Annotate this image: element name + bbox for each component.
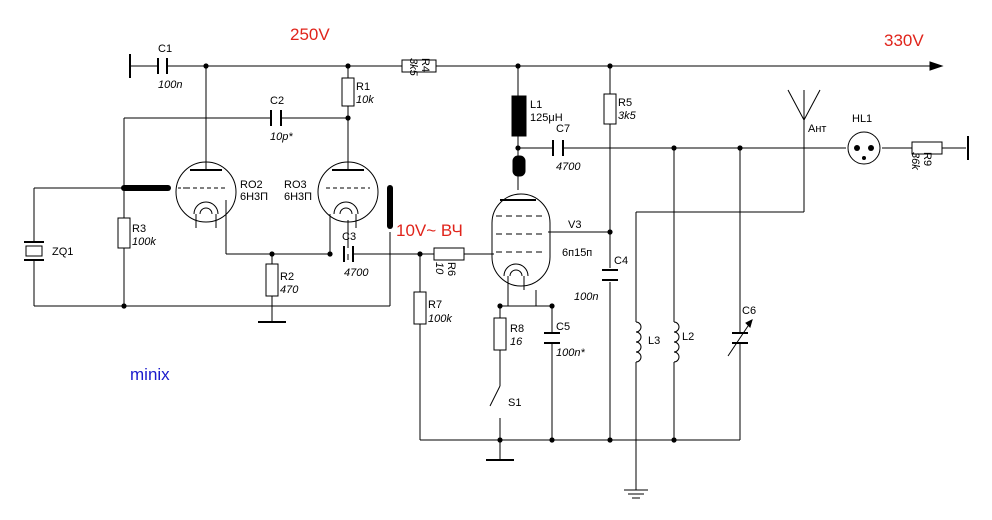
labels: 250V 330V 10V~ ВЧ minix C1 100n C2 10p* … [52,25,933,409]
wires [33,54,969,490]
resistor-r2 [265,263,279,297]
r7-ref: R7 [428,299,442,311]
ro3-ref: RO3 [284,179,307,191]
c4-value: 100n [574,291,598,303]
tube-ro3 [317,160,379,228]
r1-ref: R1 [356,81,370,93]
r9-value: 36k [909,152,921,170]
tube-ro2 [175,160,237,228]
inductor-choke [512,155,526,177]
r2-ref: R2 [280,271,294,283]
l2-ref: L2 [682,331,694,343]
c2-ref: C2 [270,95,284,107]
switch-s1 [489,385,501,407]
r3-ref: R3 [132,223,146,235]
c1-value: 100n [158,79,182,91]
resistor-r9 [911,141,943,155]
l1-ref: L1 [530,99,542,111]
v3-ref: V3 [568,219,581,231]
r1-value: 10k [356,94,374,106]
resistor-r8 [493,317,507,351]
r9-ref: R9 [921,152,933,166]
variable-capacitor-c6 [727,319,753,357]
zq1-ref: ZQ1 [52,246,73,258]
capacitor-c3 [343,246,354,262]
l1-value: 125μH [530,112,563,124]
s1-ref: S1 [508,397,521,409]
lamp-hl1 [847,131,881,165]
resistor-r5 [603,93,617,125]
capacitor-c2 [270,110,282,126]
antenna-ref: Ант [808,123,826,135]
ro3-type: 6Н3П [284,191,312,203]
resistor-r6 [433,247,465,261]
r4-ref: R4 [419,58,431,72]
capacitor-c5 [544,332,560,344]
resistor-r3 [117,217,131,249]
c4-ref: C4 [614,255,628,267]
c3-value: 4700 [344,267,369,279]
voltage-10v-rf: 10V~ ВЧ [396,221,463,240]
v3-type: 6п15п [562,247,592,259]
circuit-title: minix [130,365,170,384]
c1-ref: C1 [158,43,172,55]
resistor-r4 [401,59,437,73]
antenna-icon [787,89,821,121]
r2-value: 470 [280,284,299,296]
resistor-r7 [413,291,427,325]
r8-value: 16 [510,336,523,348]
capacitor-c1 [157,58,168,74]
r3-value: 100k [132,236,156,248]
c3-ref: C3 [342,231,356,243]
rail-arrow-icon [929,61,944,71]
r4-value: 3k5 [407,58,419,77]
resistor-r1 [341,77,355,107]
r6-ref: R6 [445,262,457,276]
voltage-330: 330V [884,31,924,50]
c7-ref: C7 [556,123,570,135]
voltage-250: 250V [290,25,330,44]
crystal-zq1 [24,241,44,261]
capacitor-c7 [552,140,564,156]
c7-value: 4700 [556,161,581,173]
r6-value: 10 [433,262,445,275]
inductor-l1 [511,95,527,137]
ground-icon [624,489,648,499]
c2-value: 10p* [270,131,293,143]
c5-ref: C5 [556,321,570,333]
junctions [121,63,743,443]
tube-v3 [491,193,551,290]
l3-ref: L3 [648,335,660,347]
ro2-type: 6Н3П [240,191,268,203]
r5-value: 3k5 [618,110,637,122]
ro2-ref: RO2 [240,179,263,191]
c5-value: 100n* [556,347,585,359]
capacitor-c4 [602,269,618,281]
c6-ref: C6 [742,305,756,317]
r7-value: 100k [428,313,452,325]
hl1-ref: HL1 [852,113,872,125]
r8-ref: R8 [510,323,524,335]
r5-ref: R5 [618,97,632,109]
inductor-l2 [673,321,680,363]
inductor-l3 [635,321,642,363]
